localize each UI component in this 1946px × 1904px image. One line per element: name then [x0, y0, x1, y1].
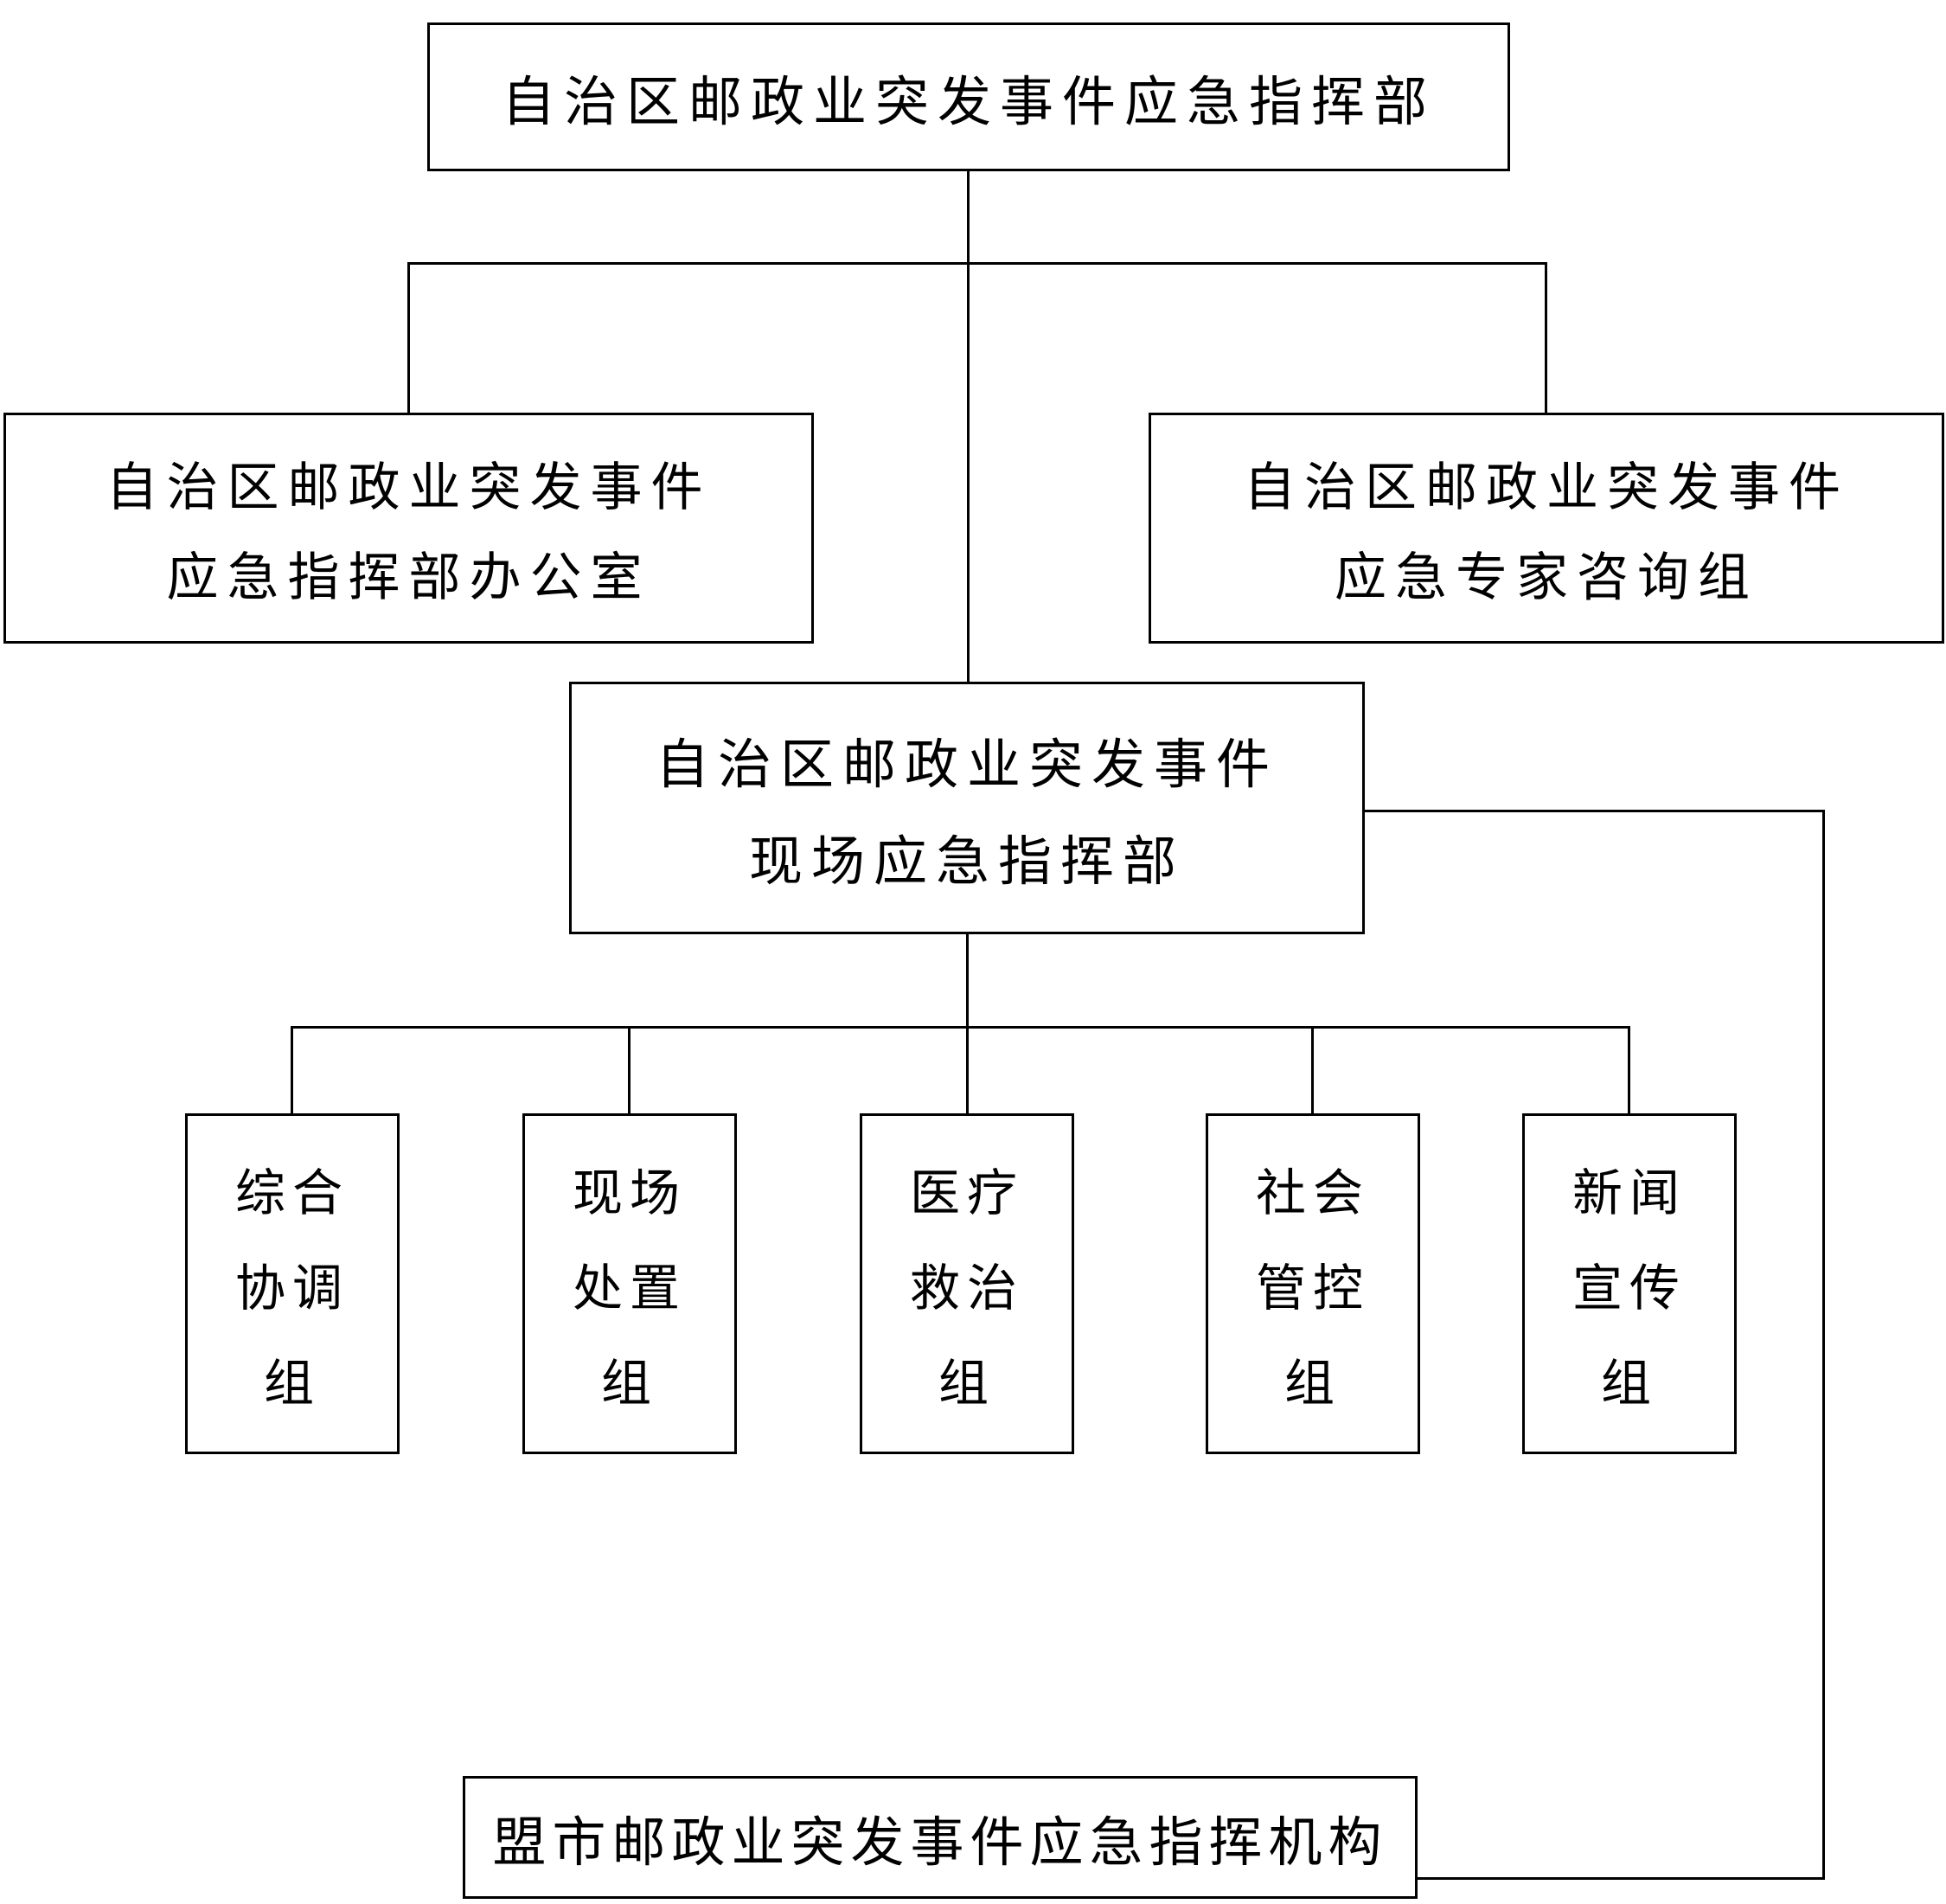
node-region-command-hq: 自治区邮政业突发事件应急指挥部	[427, 22, 1510, 171]
connector-right-down	[1822, 810, 1825, 1880]
group-label-line1: 综合	[234, 1165, 349, 1221]
node-league-city-command-org: 盟市邮政业突发事件应急指挥机构	[463, 1776, 1418, 1899]
node-onsite-command-hq: 自治区邮政业突发事件 现场应急指挥部	[569, 682, 1365, 934]
node-command-office: 自治区邮政业突发事件 应急指挥部办公室	[3, 413, 814, 644]
connector-drop-office	[407, 265, 410, 413]
connector-drop-group-4	[1311, 1029, 1314, 1113]
node-group-news-publicity: 新闻 宣传 组	[1522, 1113, 1737, 1454]
connector-right-in	[1418, 1877, 1825, 1880]
node-group-medical-rescue: 医疗 救治 组	[860, 1113, 1074, 1454]
group-label-line2: 协调	[234, 1260, 349, 1317]
node-label-line2: 应急指挥部办公室	[166, 549, 651, 606]
connector-groups-branch	[291, 1026, 1630, 1029]
group-label-line2: 宣传	[1572, 1260, 1687, 1317]
node-label-line2: 现场应急指挥部	[748, 833, 1185, 892]
node-label-line1: 自治区邮政业突发事件	[106, 459, 712, 516]
connector-drop-group-5	[1628, 1029, 1630, 1113]
node-group-onsite-disposal: 现场 处置 组	[522, 1113, 737, 1454]
group-label-line1: 社会	[1255, 1165, 1370, 1221]
connector-drop-group-3	[966, 1029, 969, 1113]
node-group-comprehensive-coordination: 综合 协调 组	[185, 1113, 400, 1454]
group-label-line1: 现场	[572, 1165, 687, 1221]
group-label-line3: 组	[600, 1356, 658, 1412]
node-group-social-control: 社会 管控 组	[1206, 1113, 1420, 1454]
node-label-line1: 自治区邮政业突发事件	[655, 736, 1278, 795]
node-label-line1: 自治区邮政业突发事件	[1244, 459, 1849, 516]
group-label-line3: 组	[1600, 1356, 1658, 1412]
group-label-line1: 新闻	[1572, 1165, 1687, 1221]
group-label-line2: 处置	[572, 1260, 687, 1317]
group-label-line3: 组	[1283, 1356, 1341, 1412]
group-label-line3: 组	[263, 1356, 321, 1412]
group-label-line2: 救治	[909, 1260, 1024, 1317]
connector-right-out	[1365, 810, 1825, 812]
connector-onsite-down	[966, 934, 969, 1026]
node-expert-advisory-group: 自治区邮政业突发事件 应急专家咨询组	[1149, 413, 1944, 644]
group-label-line2: 管控	[1255, 1260, 1370, 1317]
node-label: 自治区邮政业突发事件应急指挥部	[501, 74, 1436, 132]
group-label-line1: 医疗	[909, 1165, 1024, 1221]
connector-main-vertical	[967, 171, 970, 682]
connector-drop-group-2	[628, 1029, 631, 1113]
node-label-line2: 应急专家咨询组	[1335, 549, 1758, 606]
group-label-line3: 组	[938, 1356, 995, 1412]
connector-drop-experts	[1545, 265, 1547, 413]
connector-drop-group-1	[291, 1029, 293, 1113]
node-label: 盟市邮政业突发事件应急指挥机构	[492, 1814, 1388, 1873]
connector-upper-branch	[407, 262, 1547, 265]
